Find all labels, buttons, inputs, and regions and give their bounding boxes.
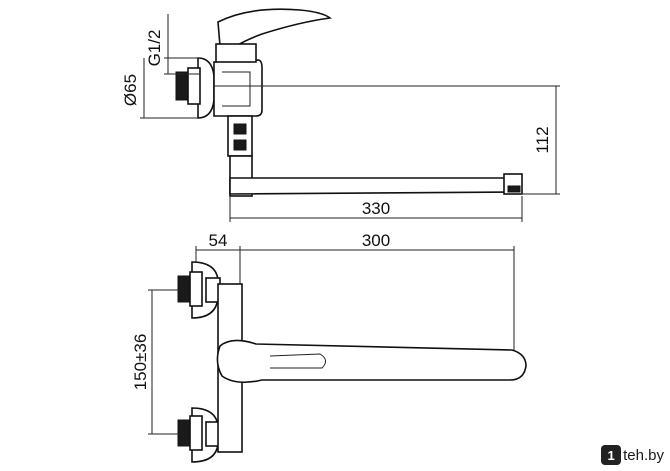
dim-offset: 54	[209, 231, 228, 250]
watermark-text: teh.by	[623, 446, 664, 464]
front-spout	[216, 339, 527, 384]
dim-height: 112	[533, 126, 552, 153]
dim-thread: G1/2	[145, 30, 164, 67]
mixer-body	[213, 59, 263, 117]
brand-logo-icon: 1	[601, 445, 622, 465]
dim-spout: 300	[362, 231, 390, 250]
dim-flange-diameter: Ø65	[121, 74, 140, 106]
connector-thread	[187, 67, 201, 105]
side-view	[140, 8, 560, 222]
watermark: 1 teh.by	[601, 443, 664, 467]
dim-centers: 150±36	[131, 334, 150, 391]
handle-base	[215, 43, 257, 63]
dim-spout-total: 330	[362, 199, 390, 218]
spout-horizontal	[229, 177, 521, 195]
lever-handle	[217, 8, 333, 47]
front-view	[148, 246, 527, 463]
